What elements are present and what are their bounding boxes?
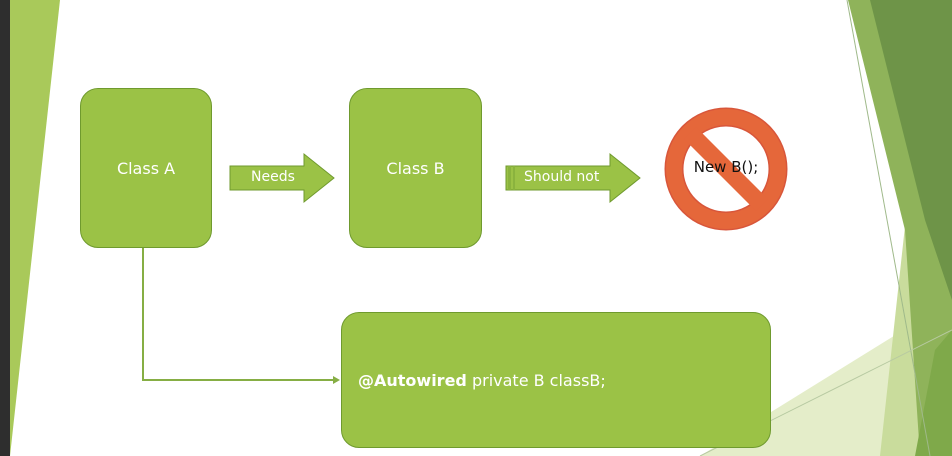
- left-green-sliver: [10, 0, 60, 456]
- class-a-box: Class A: [80, 88, 212, 248]
- prohibition-ring-fill: [666, 109, 786, 229]
- should-not-label: Should not: [524, 169, 600, 185]
- prohibited-statement: New B();: [693, 158, 759, 176]
- class-b-box: Class B: [349, 88, 482, 248]
- needs-arrow: [229, 152, 335, 204]
- should-not-arrow-stripe-2: [513, 166, 515, 190]
- autowired-annotation: @Autowired: [358, 370, 467, 390]
- left-dark-strip: [0, 0, 10, 456]
- autowired-declaration: private B classB;: [466, 370, 606, 390]
- should-not-arrow-shape: [505, 152, 641, 204]
- should-not-arrow: [505, 152, 641, 204]
- right-thin-line: [846, 0, 931, 456]
- right-layer-dark: [870, 0, 952, 300]
- class-a-label: Class A: [116, 158, 176, 178]
- prohibition-slash: [683, 126, 769, 212]
- autowired-code: @Autowired private B classB;: [358, 371, 606, 390]
- connector-arrowhead: [333, 376, 340, 384]
- should-not-arrow-stripe-1: [508, 166, 511, 190]
- needs-arrow-shape: [229, 152, 335, 204]
- connector-path: [142, 248, 333, 381]
- class-b-label: Class B: [386, 158, 445, 178]
- prohibition-icon: [664, 107, 788, 231]
- autowired-code-box: @Autowired private B classB;: [341, 312, 771, 448]
- needs-label: Needs: [251, 169, 295, 185]
